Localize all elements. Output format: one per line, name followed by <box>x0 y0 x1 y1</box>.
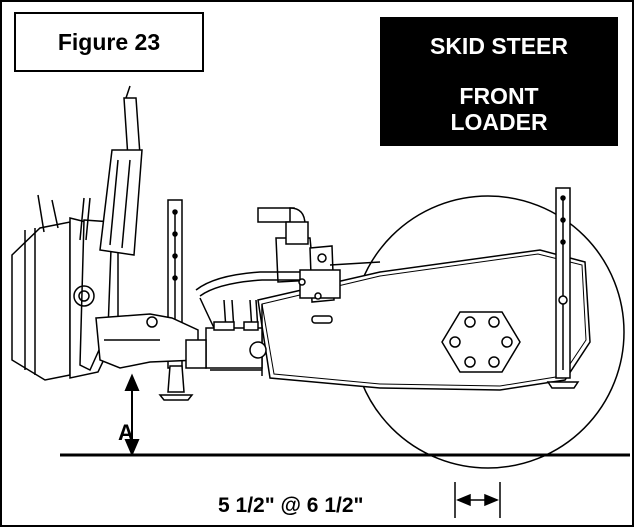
loader-cylinder <box>99 85 143 256</box>
hydraulic-motor <box>185 321 267 371</box>
height-setting-arrows <box>454 482 501 518</box>
wheel-hub <box>441 311 521 373</box>
rear-stand <box>546 187 580 389</box>
frame-slot <box>311 315 333 324</box>
front-stand <box>158 199 194 401</box>
dimension-a-label: A <box>118 420 134 445</box>
side-tube <box>79 197 91 241</box>
height-setting-text: 5 1/2" @ 6 1/2" <box>218 494 364 517</box>
dimension-a-arrow <box>124 373 140 457</box>
title-box: SKID STEER FRONT LOADER <box>380 17 618 146</box>
title-line-3: LOADER <box>450 109 548 135</box>
hydraulic-valve-block <box>275 237 341 303</box>
figure-label: Figure 23 <box>14 12 204 72</box>
lower-link-arm <box>95 313 199 369</box>
title-line-1: SKID STEER <box>429 33 569 59</box>
elbow-fitting <box>257 207 309 245</box>
title-line-2: FRONT <box>459 83 539 109</box>
